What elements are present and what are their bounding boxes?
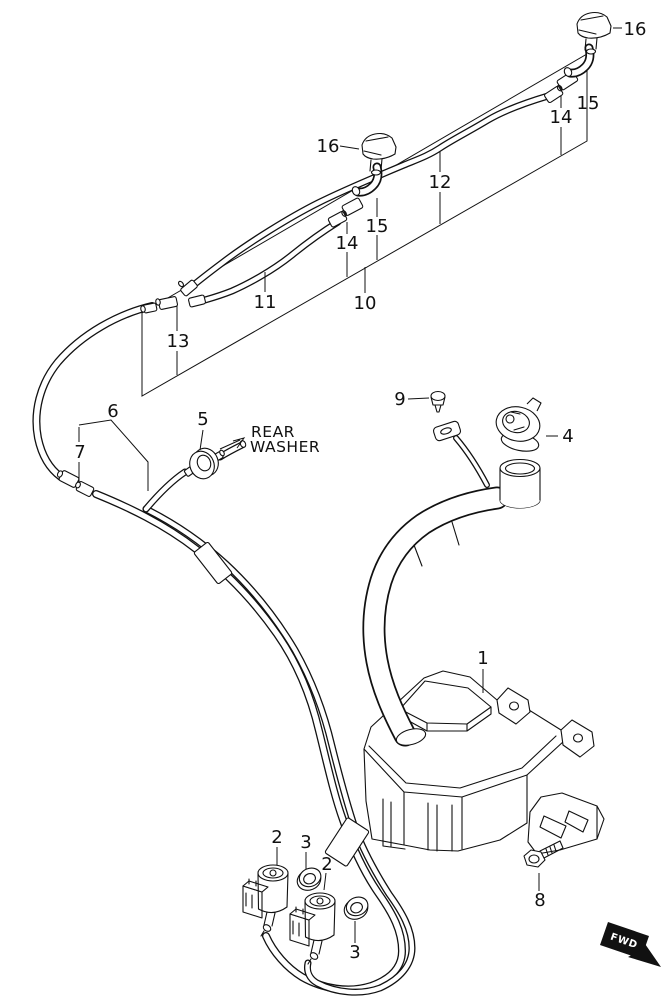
hose-clamp — [193, 541, 233, 585]
nozzle-top-right — [576, 11, 612, 55]
callout-numbers: 16 15 14 16 12 15 14 11 10 13 6 7 5 9 4 … — [74, 19, 646, 963]
elbow-top-right — [563, 48, 590, 78]
callout-14-middle: 14 — [336, 233, 359, 254]
leader-16-middle — [339, 145, 360, 150]
tank-body — [363, 748, 528, 852]
leader-9 — [407, 397, 430, 400]
callout-1: 1 — [477, 648, 488, 669]
leader-2-second — [323, 872, 327, 891]
callout-10: 10 — [354, 293, 377, 314]
rear-washer-label-line2: WASHER — [250, 438, 320, 456]
hoses — [32, 92, 552, 996]
grommet-1 — [293, 864, 326, 895]
leader-6 — [78, 419, 149, 491]
tank-cap — [495, 397, 542, 452]
callout-3-second: 3 — [349, 942, 360, 963]
tank-mount-tab-2 — [560, 719, 595, 758]
callout-14-top-right: 14 — [550, 107, 573, 128]
tank-feet — [382, 798, 453, 852]
callout-2-second: 2 — [321, 854, 332, 875]
callout-5: 5 — [197, 409, 208, 430]
clip — [430, 390, 446, 413]
fwd-direction-marker: FWD — [600, 922, 661, 967]
callout-15-top-right: 15 — [577, 93, 600, 114]
washer-pump-2 — [289, 892, 336, 965]
grommet-2 — [340, 893, 373, 924]
callout-3-first: 3 — [300, 832, 311, 853]
filler-neck — [499, 458, 541, 509]
callout-12: 12 — [429, 172, 452, 193]
rear-washer-label-line1: REAR — [251, 423, 295, 441]
check-valve — [183, 447, 225, 480]
strap-pad — [432, 420, 462, 442]
callout-leaders — [78, 27, 622, 943]
callout-9: 9 — [394, 389, 405, 410]
callout-8: 8 — [534, 890, 545, 911]
left-junction-fittings — [140, 279, 206, 314]
leader-5 — [199, 429, 204, 451]
joint-left-7 — [56, 470, 95, 497]
callout-16-middle: 16 — [317, 136, 340, 157]
tank-bracket-arm — [527, 792, 605, 855]
callout-15-middle: 15 — [366, 216, 389, 237]
callout-13: 13 — [167, 331, 190, 352]
callout-16-top-right: 16 — [624, 19, 647, 40]
callout-2-first: 2 — [271, 827, 282, 848]
callout-11: 11 — [254, 292, 277, 313]
joint-middle — [325, 196, 366, 229]
washer-pump-1 — [242, 864, 289, 937]
callout-7: 7 — [74, 442, 85, 463]
rear-washer-arrow — [219, 437, 246, 450]
callout-6: 6 — [107, 401, 118, 422]
hose-sleeve — [324, 817, 370, 867]
callout-4: 4 — [562, 426, 573, 447]
washer-tank — [362, 390, 605, 868]
bolt — [523, 840, 564, 868]
tank-inlet-port — [395, 728, 427, 746]
tank-mount-tab-1 — [496, 687, 531, 725]
